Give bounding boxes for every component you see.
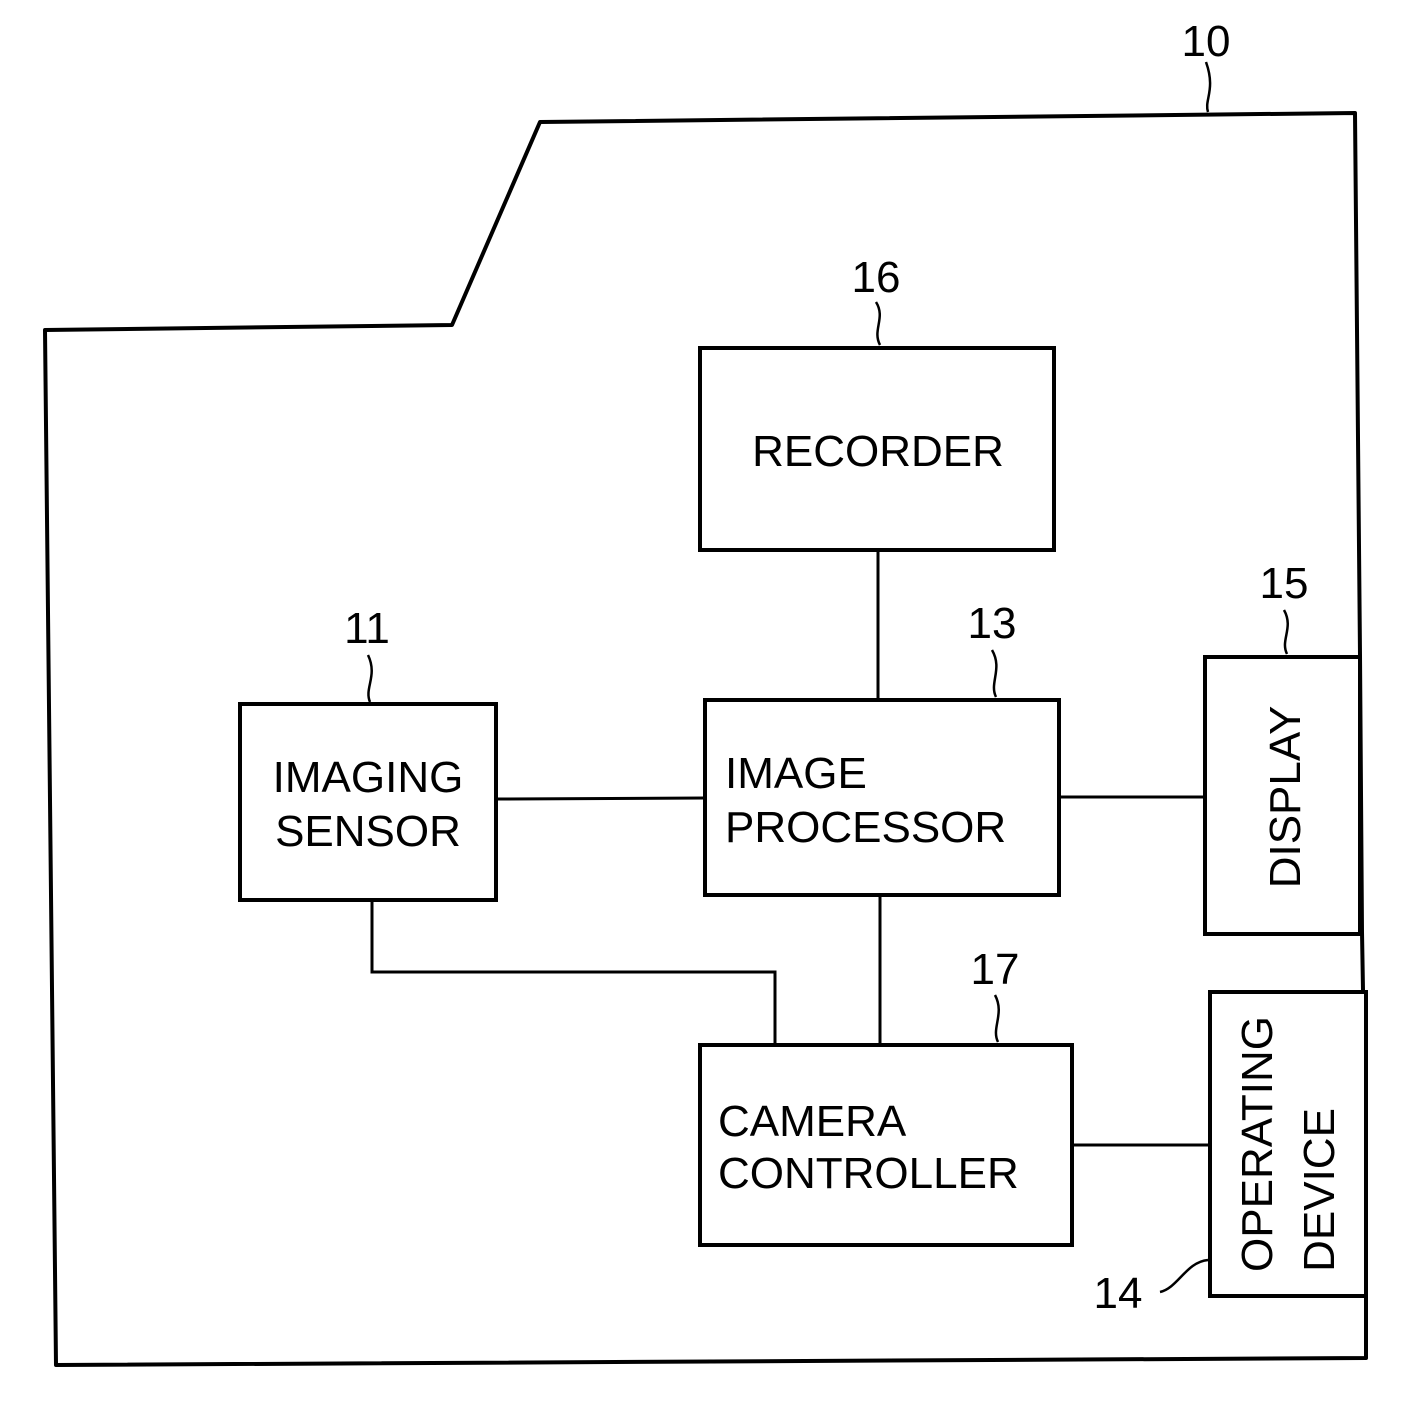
operating-device-block: OPERATING DEVICE xyxy=(1210,992,1366,1296)
display-block: DISPLAY xyxy=(1205,657,1360,934)
recorder-ref-number: 16 xyxy=(852,253,901,302)
image-processor-ref-number: 13 xyxy=(968,599,1017,648)
imaging-sensor-ref-number: 11 xyxy=(344,604,390,653)
operating-device-ref-number: 14 xyxy=(1094,1269,1143,1318)
camera-controller-label-line1: CAMERA xyxy=(718,1097,907,1146)
imaging-sensor-block: IMAGING SENSOR xyxy=(240,704,496,900)
imaging-sensor-box xyxy=(240,704,496,900)
image-processor-label-line2: PROCESSOR xyxy=(725,803,1006,852)
camera-controller-leader-line xyxy=(995,995,999,1042)
imaging-sensor-label-line1: IMAGING xyxy=(273,753,464,802)
sensor-processor-link xyxy=(496,798,705,799)
operating-device-label-line2: DEVICE xyxy=(1295,1108,1344,1272)
display-leader-line xyxy=(1284,610,1288,654)
sensor-controller-link xyxy=(372,900,775,1045)
camera-controller-label-line2: CONTROLLER xyxy=(718,1149,1019,1198)
recorder-leader-line xyxy=(876,302,880,345)
display-ref-number: 15 xyxy=(1260,559,1309,608)
camera-controller-block: CAMERA CONTROLLER xyxy=(700,1045,1072,1245)
recorder-block: RECORDER xyxy=(700,348,1054,550)
image-processor-label-line1: IMAGE xyxy=(725,749,867,798)
imaging-sensor-leader-line xyxy=(368,655,372,702)
operating-device-leader-line xyxy=(1160,1260,1208,1292)
image-processor-block: IMAGE PROCESSOR xyxy=(705,700,1059,895)
operating-device-label-line1: OPERATING xyxy=(1233,1016,1282,1272)
display-label: DISPLAY xyxy=(1261,706,1310,889)
housing-leader-line xyxy=(1206,62,1210,112)
housing-ref-number: 10 xyxy=(1182,17,1231,66)
imaging-sensor-label-line2: SENSOR xyxy=(275,807,461,856)
camera-controller-ref-number: 17 xyxy=(971,945,1020,994)
image-processor-leader-line xyxy=(992,650,996,697)
recorder-label: RECORDER xyxy=(752,427,1004,476)
